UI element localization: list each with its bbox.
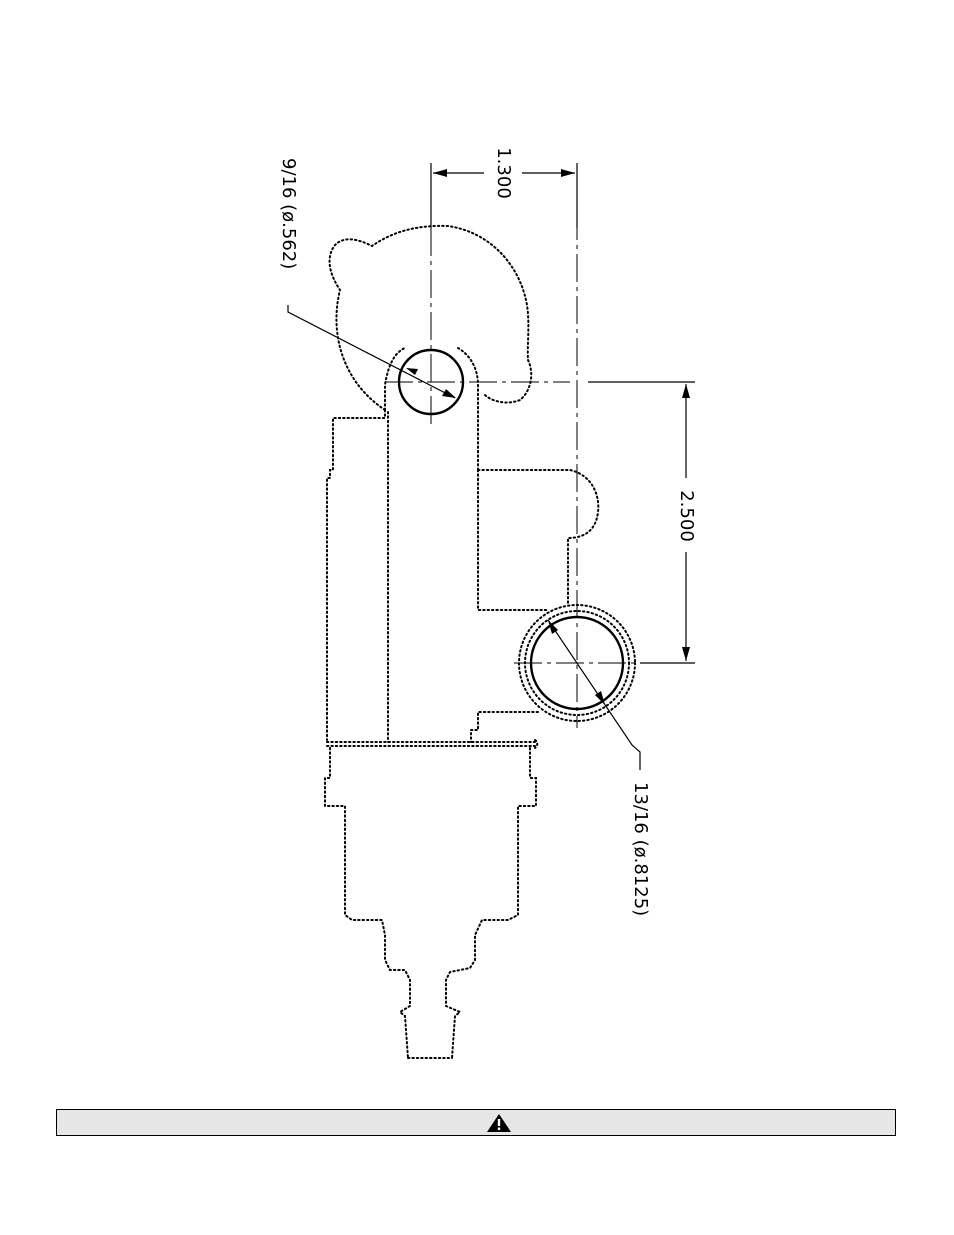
phantom-outline-boss xyxy=(385,348,405,410)
dimension-2500-label: 2.500 xyxy=(676,490,697,542)
phantom-outline-pocket-inner xyxy=(478,470,548,610)
leader-small-hole xyxy=(288,305,455,398)
arrowhead-2500-bottom xyxy=(682,647,690,661)
arrowhead-1300-left xyxy=(433,169,447,177)
leader-large-hole xyxy=(548,620,640,770)
small-hole-callout: 9/16 (ø.562) xyxy=(278,158,299,269)
large-hole-callout: 13/16 (ø.8125) xyxy=(630,782,651,916)
leader-small-hole-arrow xyxy=(442,389,456,398)
phantom-outline-lower xyxy=(471,712,538,742)
phantom-band-right xyxy=(535,740,537,748)
phantom-outline-body xyxy=(327,410,385,740)
arrowhead-2500-top xyxy=(682,384,690,398)
warning-bar xyxy=(56,1109,896,1136)
phantom-outline-neck-right xyxy=(446,748,536,1058)
warning-triangle-icon xyxy=(487,1114,511,1132)
arrowhead-1300-right xyxy=(561,169,575,177)
phantom-outline-boss-right xyxy=(458,348,478,470)
phantom-outline-pocket xyxy=(478,470,598,605)
dimension-1300-label: 1.300 xyxy=(493,147,514,199)
phantom-outline-neck-left xyxy=(325,748,410,1058)
